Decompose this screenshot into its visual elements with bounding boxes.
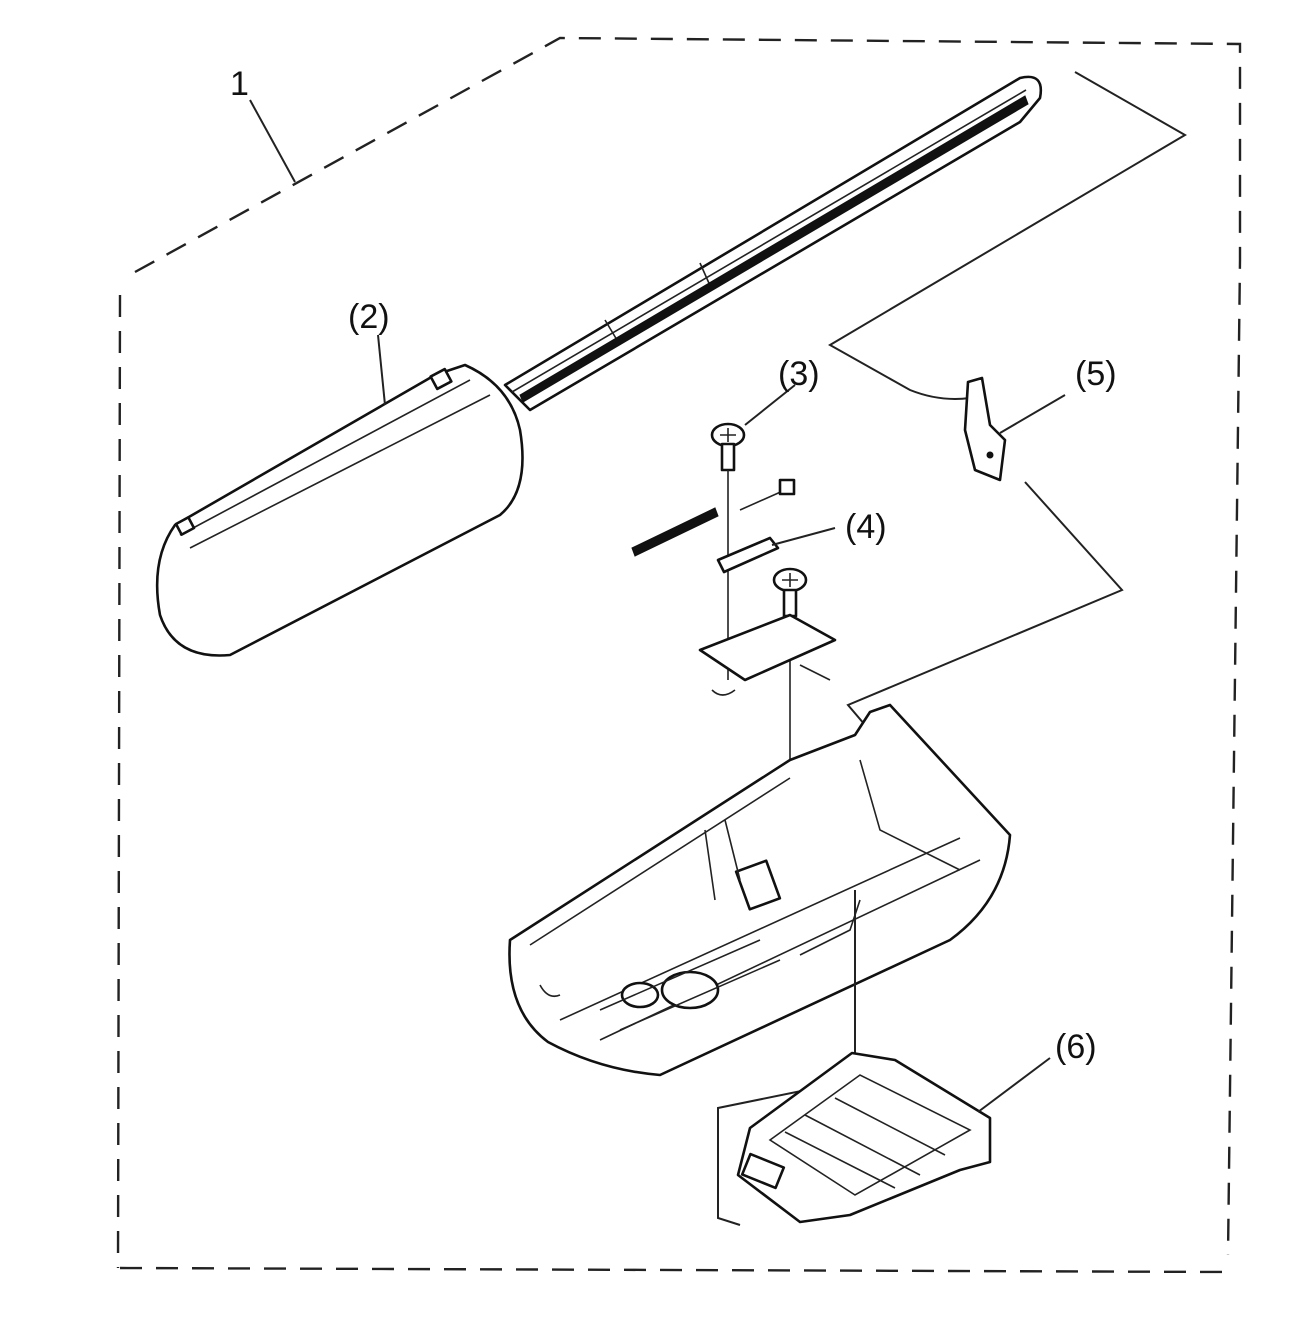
leader-assembly [249, 99, 296, 183]
callout-assembly: 1 [230, 65, 249, 103]
leader-rail-to-housing [827, 71, 1187, 400]
bracket-with-spring [631, 478, 837, 696]
screw-upper [710, 422, 746, 680]
rail-part [503, 75, 1043, 412]
callout-part-5: (5) [1075, 355, 1117, 393]
callout-part-4: (4) [845, 508, 887, 546]
leader-part-3 [744, 384, 796, 426]
leader-part-2 [377, 334, 386, 406]
assembly-outline [116, 36, 1242, 1274]
callout-part-3: (3) [778, 355, 820, 393]
cover-tray-part [736, 1051, 992, 1224]
leader-part-5 [999, 394, 1066, 434]
leader-part-6 [977, 1057, 1051, 1113]
callout-part-6: (6) [1055, 1028, 1097, 1066]
callout-part-2: (2) [348, 298, 390, 336]
leader-clip-to-housing [846, 481, 1124, 726]
main-housing [508, 703, 1012, 1077]
leader-part-4 [771, 527, 836, 546]
lens-cover-part [155, 363, 524, 657]
clip-part [963, 376, 1007, 482]
leader-housing-to-cover [717, 890, 856, 1226]
